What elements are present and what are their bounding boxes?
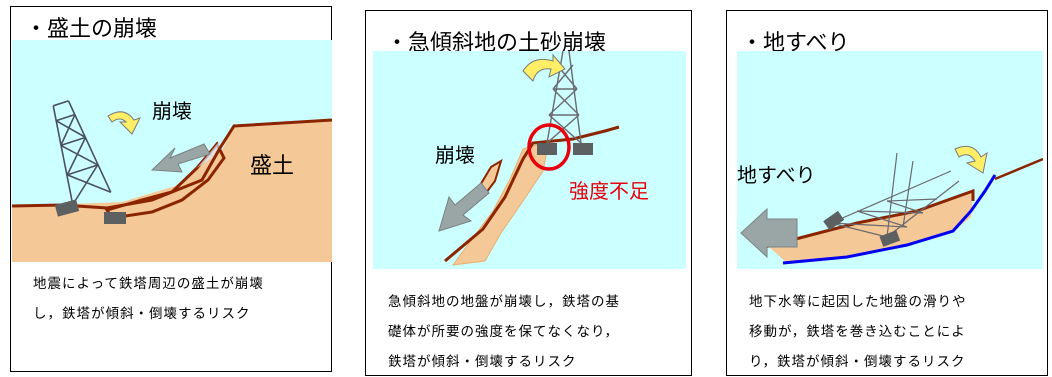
collapse-zone [197, 136, 227, 168]
fallen-tower [830, 152, 960, 238]
tower-footing-left [537, 143, 557, 155]
caption-line: り，鉄塔が傾斜・倒壊するリスク [749, 354, 966, 370]
slide-arrow [740, 207, 798, 259]
collapse-arrow [150, 143, 211, 173]
label-landslide: 地すべり [737, 163, 816, 187]
caption: 急傾斜地の地盤が崩壊し，鉄塔の基 礎体が所要の強度を保てなくなり， 鉄塔が傾斜・… [388, 287, 620, 377]
steep-slope-illustration [438, 51, 620, 266]
landslide-illustration [740, 145, 1043, 265]
scene-steep-slope: 崩壊 強度不足 [373, 51, 686, 269]
scene-landslide: 地すべり [737, 51, 1043, 269]
label-insufficient-strength: 強度不足 [569, 179, 649, 203]
caption: 地下水等に起因した地盤の滑りや 移動が，鉄塔を巻き込むことによ り，鉄塔が傾斜・… [749, 287, 967, 377]
caption-line: 地震によって鉄塔周辺の盛土が崩壊 [33, 276, 264, 292]
panel-landslide: ・地すべり 地すべり [726, 10, 1048, 376]
upper-ground-line [994, 157, 1043, 181]
scene-embankment: 崩壊 盛土 [12, 40, 332, 262]
rotation-arrow [522, 53, 566, 82]
caption-line: 鉄塔が傾斜・倒壊するリスク [388, 354, 577, 370]
panel-steep-slope-collapse: ・急傾斜地の土砂崩壊 崩壊 強度不足 [365, 10, 692, 376]
embankment-illustration [12, 100, 332, 262]
caption-line: 急傾斜地の地盤が崩壊し，鉄塔の基 [388, 294, 620, 310]
label-collapse: 崩壊 [435, 143, 475, 167]
weak-point-circle [527, 123, 571, 171]
panel-embankment-collapse: ・盛土の崩壊 [10, 6, 332, 372]
tilted-tower [52, 100, 112, 206]
caption-line: し，鉄塔が傾斜・倒壊するリスク [33, 306, 251, 322]
tower-footing-left [823, 210, 845, 231]
tower-footing-right [104, 212, 126, 224]
caption-line: 地下水等に起因した地盤の滑りや [749, 294, 967, 310]
sliding-soil [769, 191, 973, 263]
tower-footing-right [879, 230, 901, 247]
slip-surface-line [782, 174, 997, 265]
caption-line: 移動が，鉄塔を巻き込むことによ [749, 324, 966, 340]
collapse-arrow [438, 182, 490, 232]
panel-title: ・盛土の崩壊 [25, 17, 158, 42]
rotation-arrow [954, 145, 988, 174]
tower-footing-right [573, 143, 593, 155]
caption: 地震によって鉄塔周辺の盛土が崩壊 し，鉄塔が傾斜・倒壊するリスク [33, 269, 264, 329]
rotation-arrow [107, 111, 141, 135]
label-collapse: 崩壊 [152, 99, 192, 123]
tower-footing-left [54, 199, 80, 217]
caption-line: 礎体が所要の強度を保てなくなり， [388, 324, 620, 340]
label-embankment: 盛土 [250, 154, 295, 179]
